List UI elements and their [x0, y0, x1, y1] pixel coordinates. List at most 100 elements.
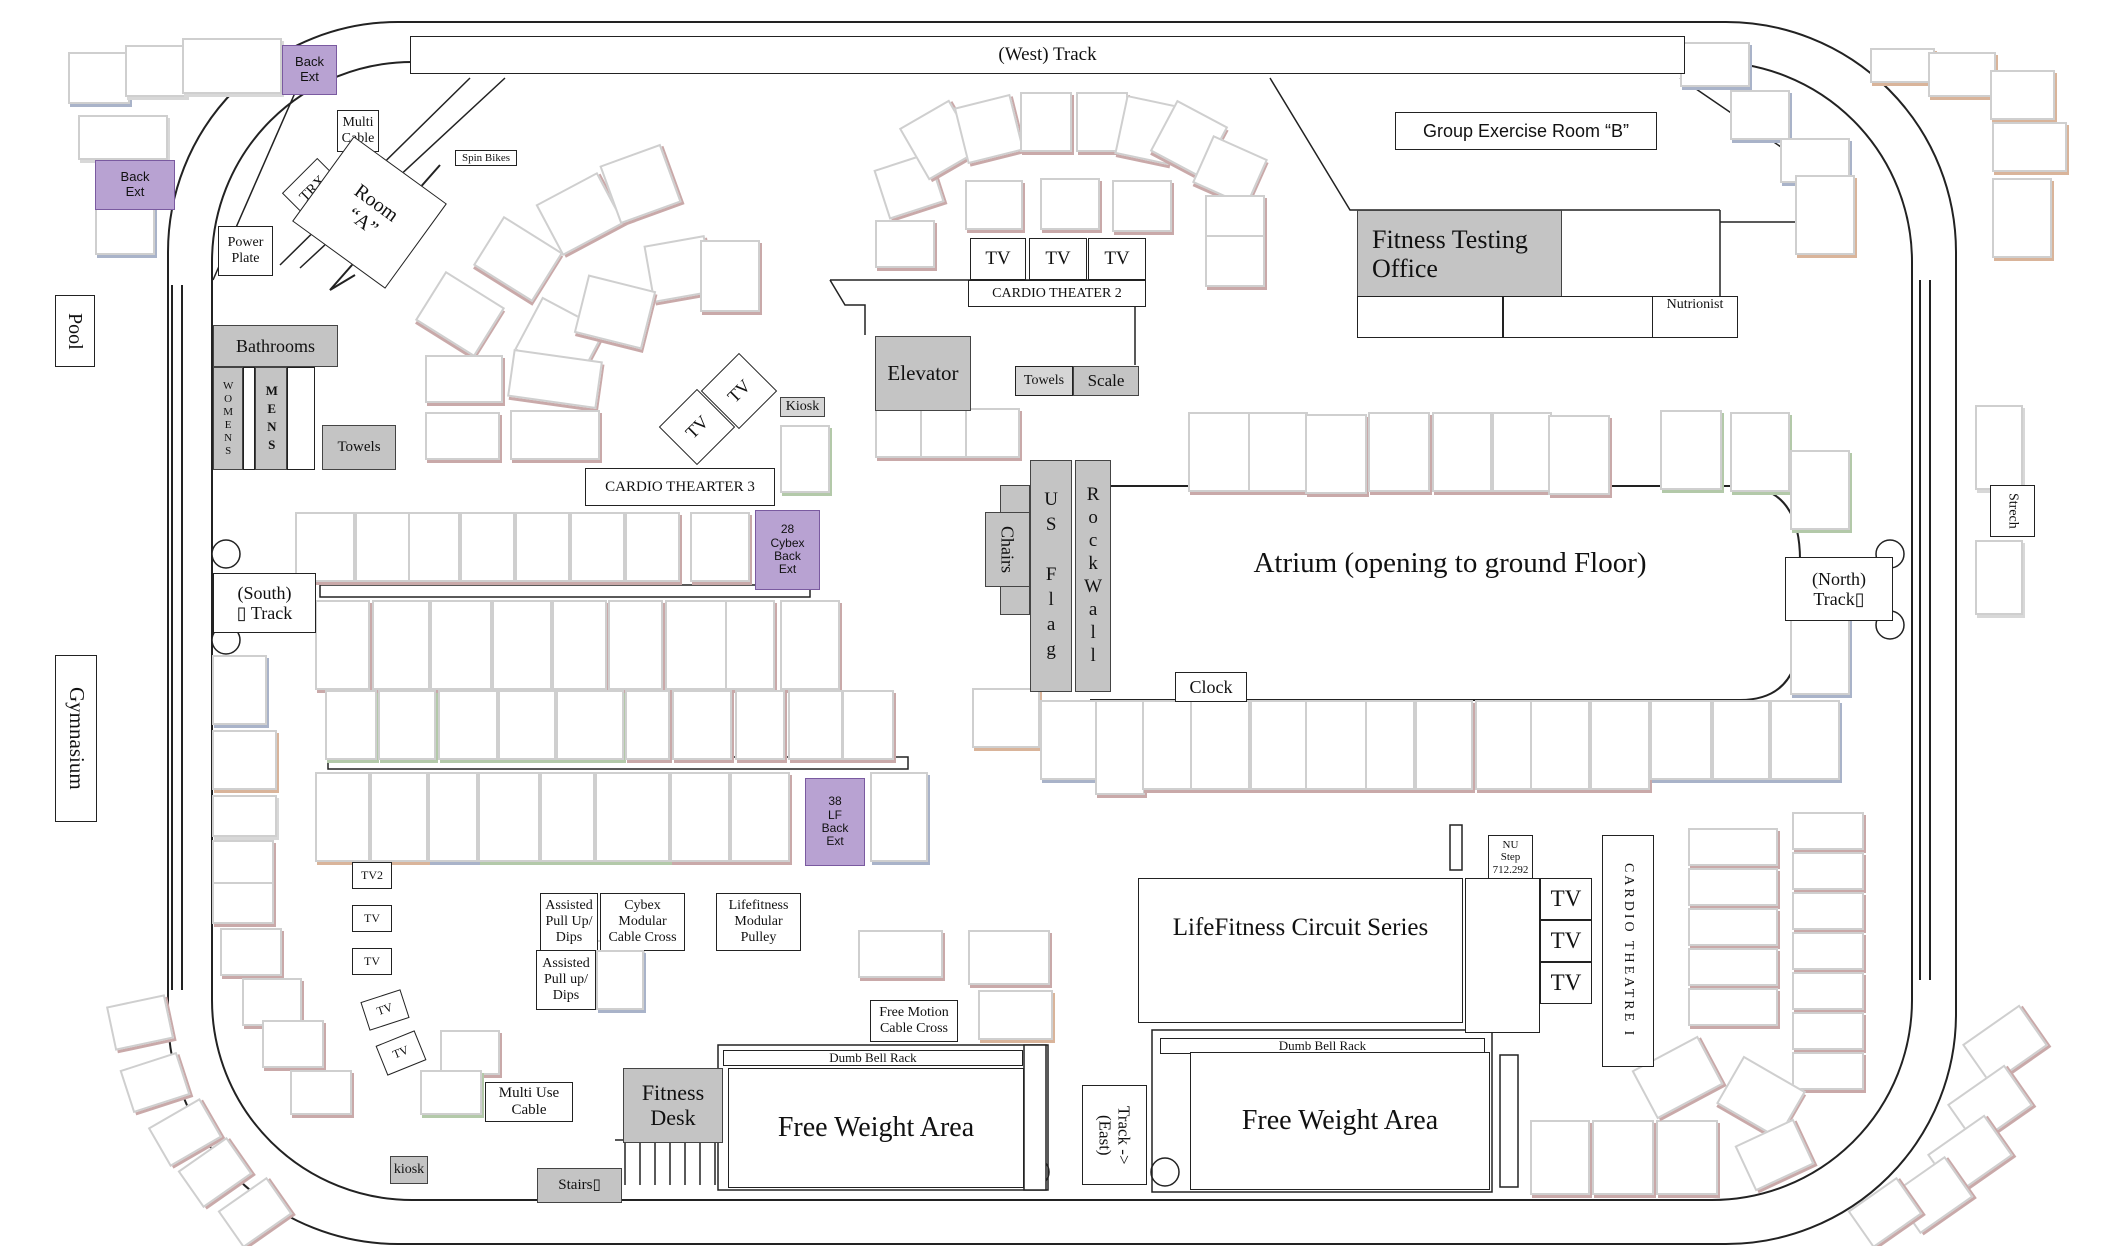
equipment: [510, 410, 600, 460]
stretch-label: Strech: [2005, 493, 2021, 529]
equipment: [212, 882, 274, 924]
equipment: [1656, 1120, 1718, 1195]
equipment: [68, 52, 130, 104]
free-motion-cable-cross: Free Motion Cable Cross: [870, 1000, 958, 1042]
equipment: [625, 512, 680, 582]
equipment: [182, 38, 282, 94]
equipment: [540, 772, 595, 862]
rack-post-1: [1023, 1044, 1047, 1191]
track-marker-1: [211, 539, 241, 569]
equipment: [1790, 610, 1850, 695]
equipment: [262, 1020, 324, 1068]
kiosk-2: kiosk: [390, 1156, 428, 1184]
nutrionist-office: Nutrionist: [1652, 296, 1738, 338]
cardio-thearter-3: CARDIO THEARTER 3: [585, 468, 775, 506]
equipment: [965, 408, 1020, 458]
lifefitness-circuit-series: LifeFitness Circuit Series: [1138, 878, 1463, 1023]
dumb-bell-rack-1: Dumb Bell Rack: [723, 1050, 1023, 1066]
cardio-theatre-1-label: CARDIO THEATRE I: [1620, 863, 1636, 1039]
equipment: [212, 655, 267, 725]
equipment: [1792, 932, 1864, 970]
equipment: [1688, 908, 1778, 946]
equipment: [1205, 235, 1265, 287]
equipment: [1475, 700, 1533, 790]
equipment: [370, 772, 428, 862]
equipment: [570, 512, 625, 582]
equipment: [1795, 175, 1855, 255]
tv-screen: TV: [1088, 238, 1146, 280]
equipment: [1928, 52, 1996, 97]
equipment: [1590, 700, 1650, 790]
equipment: [665, 600, 727, 690]
elevator: Elevator: [875, 336, 971, 411]
equipment: [1188, 412, 1250, 492]
equipment: [212, 840, 274, 885]
tv-screen: TV: [1540, 920, 1592, 962]
equipment: [670, 772, 730, 862]
equipment: [1492, 412, 1552, 492]
equipment: [920, 408, 970, 458]
equipment: [425, 412, 500, 460]
equipment: [1792, 1012, 1864, 1050]
equipment: [1792, 972, 1864, 1010]
gymnasium-label: Gymnasium: [64, 687, 89, 790]
cybex-back-extension: 28 Cybex Back Ext: [755, 510, 820, 590]
elevator-wall: [829, 279, 866, 335]
equipment: [965, 180, 1023, 230]
equipment: [1730, 90, 1790, 140]
mens-label: MENS: [264, 382, 280, 455]
equipment: [972, 688, 1040, 748]
circuit-tv-stand: [1465, 878, 1540, 1033]
equipment: [355, 512, 410, 582]
office-room-2: [1503, 296, 1653, 338]
equipment: [730, 772, 790, 862]
bathroom-stall: [287, 367, 315, 470]
equipment: [372, 600, 430, 690]
kiosk-1: Kiosk: [780, 397, 825, 417]
free-weight-frame-2: [1151, 1029, 1493, 1193]
equipment: [1792, 892, 1864, 930]
track-marker-6: [1150, 1157, 1180, 1187]
equipment: [1870, 48, 1935, 83]
equipment: [842, 690, 894, 760]
equipment: [735, 690, 785, 760]
equipment: [780, 600, 840, 690]
equipment: [498, 690, 556, 760]
east-track-label: Track -> (East): [1082, 1085, 1147, 1185]
equipment: [78, 115, 168, 160]
bathroom-stall: [243, 367, 255, 470]
equipment: [242, 978, 302, 1026]
equipment: [1112, 180, 1172, 232]
equipment: [1680, 42, 1750, 87]
mens-restroom: MENS: [255, 367, 287, 470]
equipment: [1530, 700, 1590, 790]
equipment: [780, 425, 830, 493]
equipment: [552, 600, 607, 690]
track-outer-line: [167, 21, 1957, 1245]
back-extension-2: Back Ext: [95, 160, 175, 210]
group-exercise-room-b: Group Exercise Room “B”: [1395, 112, 1657, 150]
clock: Clock: [1175, 672, 1247, 702]
towels-2: Towels: [1015, 366, 1073, 396]
equipment: [1248, 412, 1308, 492]
equipment: [290, 1070, 352, 1115]
equipment: [1712, 700, 1770, 780]
equipment: [1205, 195, 1265, 240]
equipment: [875, 408, 925, 458]
rock-wall-label: RockWall: [1082, 484, 1104, 668]
south-track-label: (South) ▯ Track: [213, 573, 316, 633]
equipment: [212, 795, 277, 837]
equipment: [1040, 178, 1100, 230]
us-flag: US Flag: [1030, 460, 1072, 692]
assisted-pull-up-dips-2: Assisted Pull up/ Dips: [536, 950, 596, 1010]
gymnasium: Gymnasium: [55, 655, 97, 822]
equipment: [460, 512, 515, 582]
equipment: [1660, 410, 1722, 490]
equipment: [425, 355, 503, 403]
equipment: [420, 1070, 482, 1115]
pool: Pool: [55, 295, 95, 367]
equipment: [1990, 70, 2055, 120]
nu-step: NU Step 712.292: [1488, 835, 1533, 880]
tv-screen: TV: [1029, 238, 1087, 280]
